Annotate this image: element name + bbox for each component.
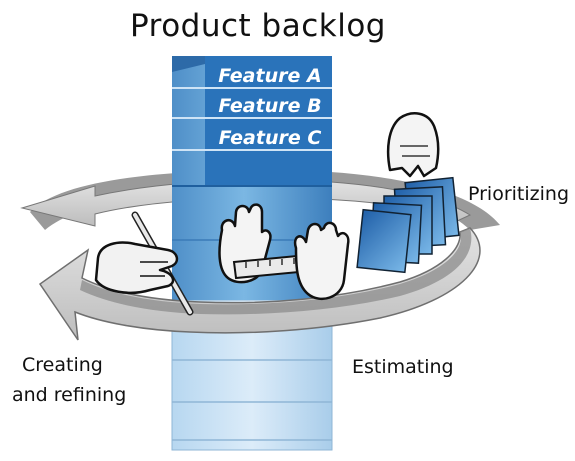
backlog-item-feature-b: Feature B bbox=[218, 95, 321, 117]
ring-front bbox=[38, 227, 481, 341]
stack-upper bbox=[172, 56, 332, 300]
backlog-item-feature-c: Feature C bbox=[219, 127, 322, 149]
activity-label-estimating: Estimating bbox=[352, 356, 454, 378]
activity-label-creating: Creating bbox=[22, 354, 103, 376]
card-sorting-hand-icon bbox=[356, 112, 460, 274]
diagram-title: Product backlog bbox=[130, 8, 386, 44]
backlog-item-feature-a: Feature A bbox=[218, 65, 321, 87]
ruler-hands-icon bbox=[218, 203, 350, 300]
writing-hand-icon bbox=[94, 211, 194, 316]
activity-label-prioritizing: Prioritizing bbox=[468, 183, 569, 205]
activity-label-and-refining: and refining bbox=[12, 384, 126, 406]
